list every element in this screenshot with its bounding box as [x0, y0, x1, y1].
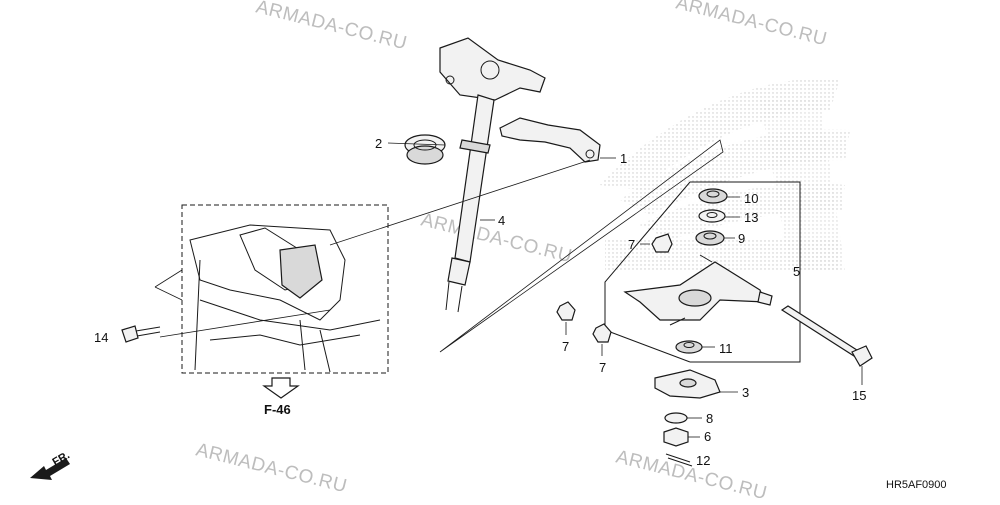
shaft-collar — [459, 139, 491, 154]
callout-14: 14 — [94, 330, 108, 345]
callout-labels: 1 2 3 4 5 6 7 7 7 8 9 10 11 12 13 14 15 — [94, 136, 866, 468]
watermark-3: ARMADA-CO.RU — [419, 209, 574, 267]
leader-lines — [159, 139, 724, 353]
callout-15: 15 — [852, 388, 866, 403]
washer-11 — [675, 340, 715, 354]
inset-frame-box — [181, 204, 389, 374]
down-arrow-icon — [262, 377, 300, 399]
knuckle-assembly — [654, 369, 738, 467]
callout-7-right: 7 — [599, 360, 606, 375]
front-label: FR. — [51, 449, 72, 468]
reference-arrow: F-46 — [262, 377, 300, 417]
callout-3: 3 — [742, 385, 749, 400]
callout-5: 5 — [793, 264, 800, 279]
holder-plate — [499, 117, 601, 163]
frame-inset — [154, 204, 389, 374]
front-indicator: FR. — [30, 449, 72, 480]
callout-4: 4 — [498, 213, 505, 228]
callout-7-left: 7 — [562, 339, 569, 354]
steering-shaft — [439, 37, 546, 313]
upper-bearings — [695, 188, 740, 246]
callout-13: 13 — [744, 210, 758, 225]
dust-seal — [404, 134, 446, 165]
diagram-code: HR5AF0900 — [886, 479, 947, 491]
bearing-holder — [499, 117, 601, 163]
cotter-pin-12 — [665, 453, 693, 467]
callout-2: 2 — [375, 136, 382, 151]
shaft-top-bracket — [439, 37, 546, 101]
brand-logo-watermark — [600, 78, 850, 272]
nut-7-left — [556, 301, 576, 321]
nut-6 — [663, 427, 689, 447]
nut-7-right — [592, 323, 612, 343]
watermark-5: ARMADA-CO.RU — [614, 446, 769, 500]
callout-10: 10 — [744, 191, 758, 206]
nut-7-upper — [651, 233, 673, 253]
callout-7-upper: 7 — [628, 237, 635, 252]
washer-8 — [664, 412, 688, 424]
callout-9: 9 — [738, 231, 745, 246]
callout-12: 12 — [696, 453, 710, 468]
bolt-14 — [121, 325, 161, 343]
front-arrow-icon — [30, 458, 70, 480]
watermark-4: ARMADA-CO.RU — [194, 439, 349, 497]
watermark-2: ARMADA-CO.RU — [674, 0, 829, 50]
callout-8: 8 — [706, 411, 713, 426]
callout-6: 6 — [704, 429, 711, 444]
callout-1: 1 — [620, 151, 627, 166]
bolt-15 — [780, 305, 873, 385]
lock-nuts — [556, 233, 673, 356]
callout-11: 11 — [719, 341, 733, 356]
reference-label: F-46 — [264, 402, 291, 417]
watermark-1: ARMADA-CO.RU — [254, 0, 409, 54]
steering-arm — [604, 181, 801, 363]
